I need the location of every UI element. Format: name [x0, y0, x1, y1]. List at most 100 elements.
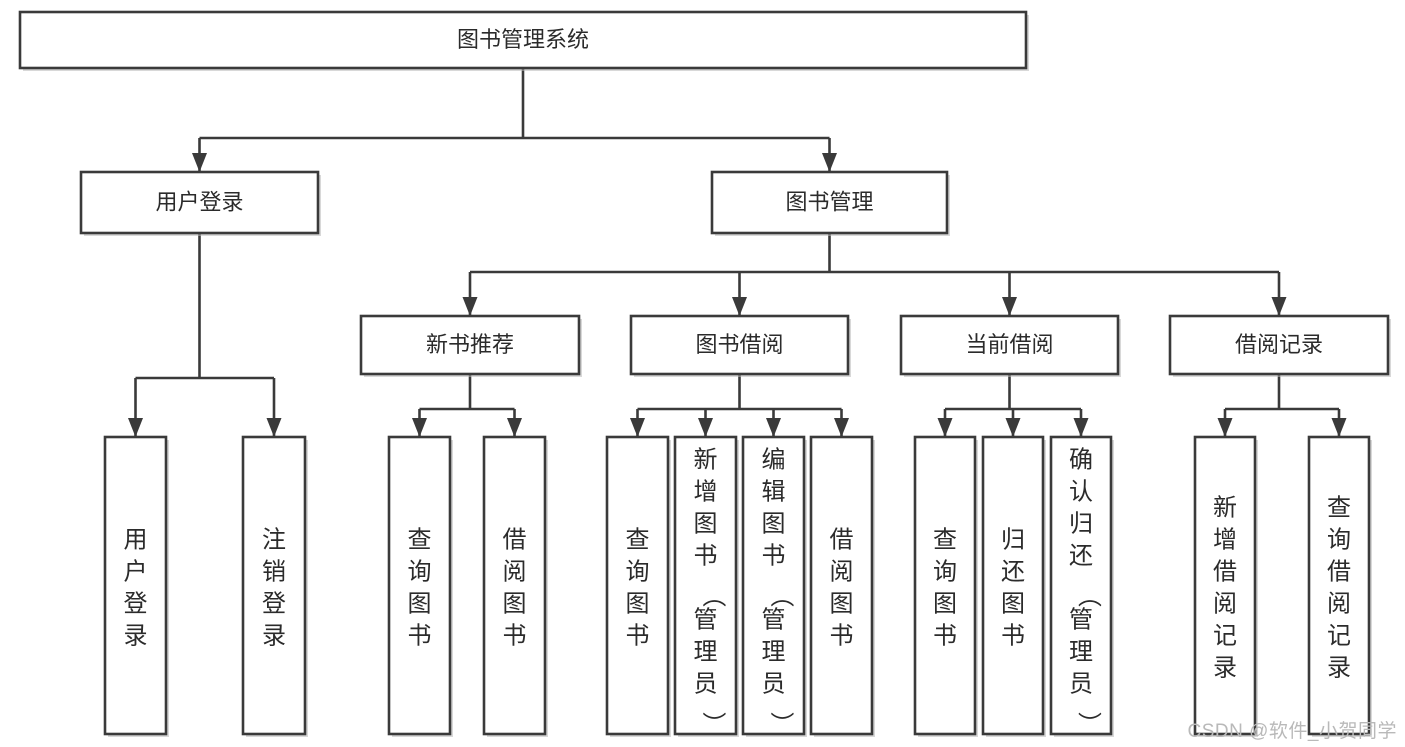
arrow-head-icon-l3-2-1 [1005, 418, 1021, 437]
svg-text:辑: 辑 [762, 479, 786, 506]
labels-layer: 图书管理系统用户登录图书管理新书推荐图书借阅当前借阅借阅记录用户登录注销登录查询… [124, 27, 1352, 736]
node-box-图书借阅[interactable] [629, 314, 850, 376]
node-box-新书推荐[interactable] [359, 314, 581, 376]
svg-text:增: 增 [1213, 527, 1237, 554]
svg-text:借: 借 [830, 527, 854, 554]
svg-text:新: 新 [694, 447, 718, 474]
arrow-head-icon-l3-1-1 [698, 418, 713, 437]
svg-text:记: 记 [1213, 623, 1237, 650]
node-box-编辑图书管理员[interactable] [741, 435, 806, 736]
svg-text:阅: 阅 [503, 559, 527, 586]
node-box-借阅图书[interactable] [809, 435, 874, 736]
svg-text:）: ） [768, 712, 795, 736]
svg-text:员: 员 [762, 671, 786, 698]
node-label-新书推荐: 新书推荐 [426, 332, 514, 357]
svg-text:新: 新 [1213, 495, 1237, 522]
svg-text:还: 还 [1001, 559, 1025, 586]
svg-text:询: 询 [408, 559, 432, 586]
node-box-新增图书管理员[interactable] [673, 435, 738, 736]
node-box-注销登录[interactable] [241, 435, 307, 736]
svg-text:用: 用 [124, 527, 148, 554]
svg-text:）: ） [1075, 712, 1102, 736]
arrow-head-icon-l3-1-2 [766, 418, 781, 437]
arrow-head-icon-yonghudenglu-1 [266, 418, 282, 437]
svg-text:书: 书 [503, 623, 527, 650]
svg-text:录: 录 [124, 623, 148, 650]
csdn-watermark: CSDN @软件_小贺同学 [1187, 721, 1397, 742]
boxes-layer [18, 10, 1391, 737]
svg-text:理: 理 [694, 639, 718, 666]
svg-text:阅: 阅 [1327, 591, 1351, 618]
node-box-当前借阅[interactable] [899, 314, 1120, 376]
node-box-查询图书[interactable] [387, 435, 452, 736]
svg-text:增: 增 [694, 479, 718, 506]
svg-text:销: 销 [262, 559, 286, 586]
svg-text:阅: 阅 [830, 559, 854, 586]
svg-text:书: 书 [694, 543, 718, 570]
node-box-借阅图书[interactable] [482, 435, 547, 736]
svg-text:录: 录 [1327, 655, 1351, 682]
arrow-head-icon-root-0 [192, 153, 207, 172]
svg-text:图: 图 [933, 591, 957, 618]
svg-text:图: 图 [503, 591, 527, 618]
svg-text:认: 认 [1069, 479, 1093, 506]
svg-text:查: 查 [626, 527, 650, 554]
svg-text:查: 查 [408, 527, 432, 554]
node-label-用户登录: 用户登录 [155, 189, 243, 214]
node-box-图书管理系统[interactable] [18, 10, 1028, 70]
arrow-head-icon-l3-0-1 [507, 418, 522, 437]
node-label-当前借阅: 当前借阅 [965, 332, 1053, 357]
svg-text:借: 借 [1213, 559, 1237, 586]
svg-text:书: 书 [762, 543, 786, 570]
svg-text:询: 询 [933, 559, 957, 586]
node-label-借阅记录: 借阅记录 [1235, 332, 1323, 357]
svg-text:查: 查 [933, 527, 957, 554]
arrow-head-icon-l3-3-1 [1331, 418, 1347, 437]
svg-text:书: 书 [830, 623, 854, 650]
svg-text:询: 询 [626, 559, 650, 586]
node-box-确认归还管理员[interactable] [1049, 435, 1113, 736]
svg-text:录: 录 [1213, 655, 1237, 682]
node-box-新增借阅记录[interactable] [1193, 435, 1257, 736]
svg-text:理: 理 [762, 639, 786, 666]
node-box-查询图书[interactable] [605, 435, 670, 736]
svg-text:登: 登 [124, 591, 148, 618]
svg-text:还: 还 [1069, 543, 1093, 570]
node-box-归还图书[interactable] [981, 435, 1045, 736]
node-box-用户登录[interactable] [103, 435, 168, 736]
arrow-head-icon-l3-3-0 [1217, 418, 1233, 437]
svg-text:录: 录 [262, 623, 286, 650]
svg-text:归: 归 [1069, 511, 1093, 538]
svg-text:管: 管 [762, 607, 786, 634]
svg-text:）: ） [700, 712, 727, 736]
arrow-head-icon-l3-1-3 [834, 418, 849, 437]
svg-text:阅: 阅 [1213, 591, 1237, 618]
svg-text:登: 登 [262, 591, 286, 618]
arrow-head-icon-yonghudenglu-0 [128, 418, 143, 437]
svg-text:管: 管 [1069, 607, 1093, 634]
svg-text:书: 书 [1001, 623, 1025, 650]
node-box-用户登录[interactable] [79, 170, 320, 235]
svg-text:员: 员 [694, 671, 718, 698]
arrow-head-icon-l3-0-0 [412, 418, 427, 437]
arrow-head-icon-tushuguanli-1 [732, 297, 747, 316]
arrow-head-icon-root-1 [822, 153, 837, 172]
svg-text:（: （ [1075, 584, 1102, 608]
arrow-head-icon-tushuguanli-2 [1002, 297, 1017, 316]
svg-text:图: 图 [694, 511, 718, 538]
svg-text:（: （ [700, 584, 727, 608]
svg-text:理: 理 [1069, 639, 1093, 666]
arrow-head-icon-l3-2-2 [1073, 418, 1089, 437]
node-box-查询借阅记录[interactable] [1307, 435, 1371, 736]
node-box-借阅记录[interactable] [1168, 314, 1390, 376]
node-box-图书管理[interactable] [710, 170, 949, 235]
node-box-查询图书[interactable] [913, 435, 977, 736]
